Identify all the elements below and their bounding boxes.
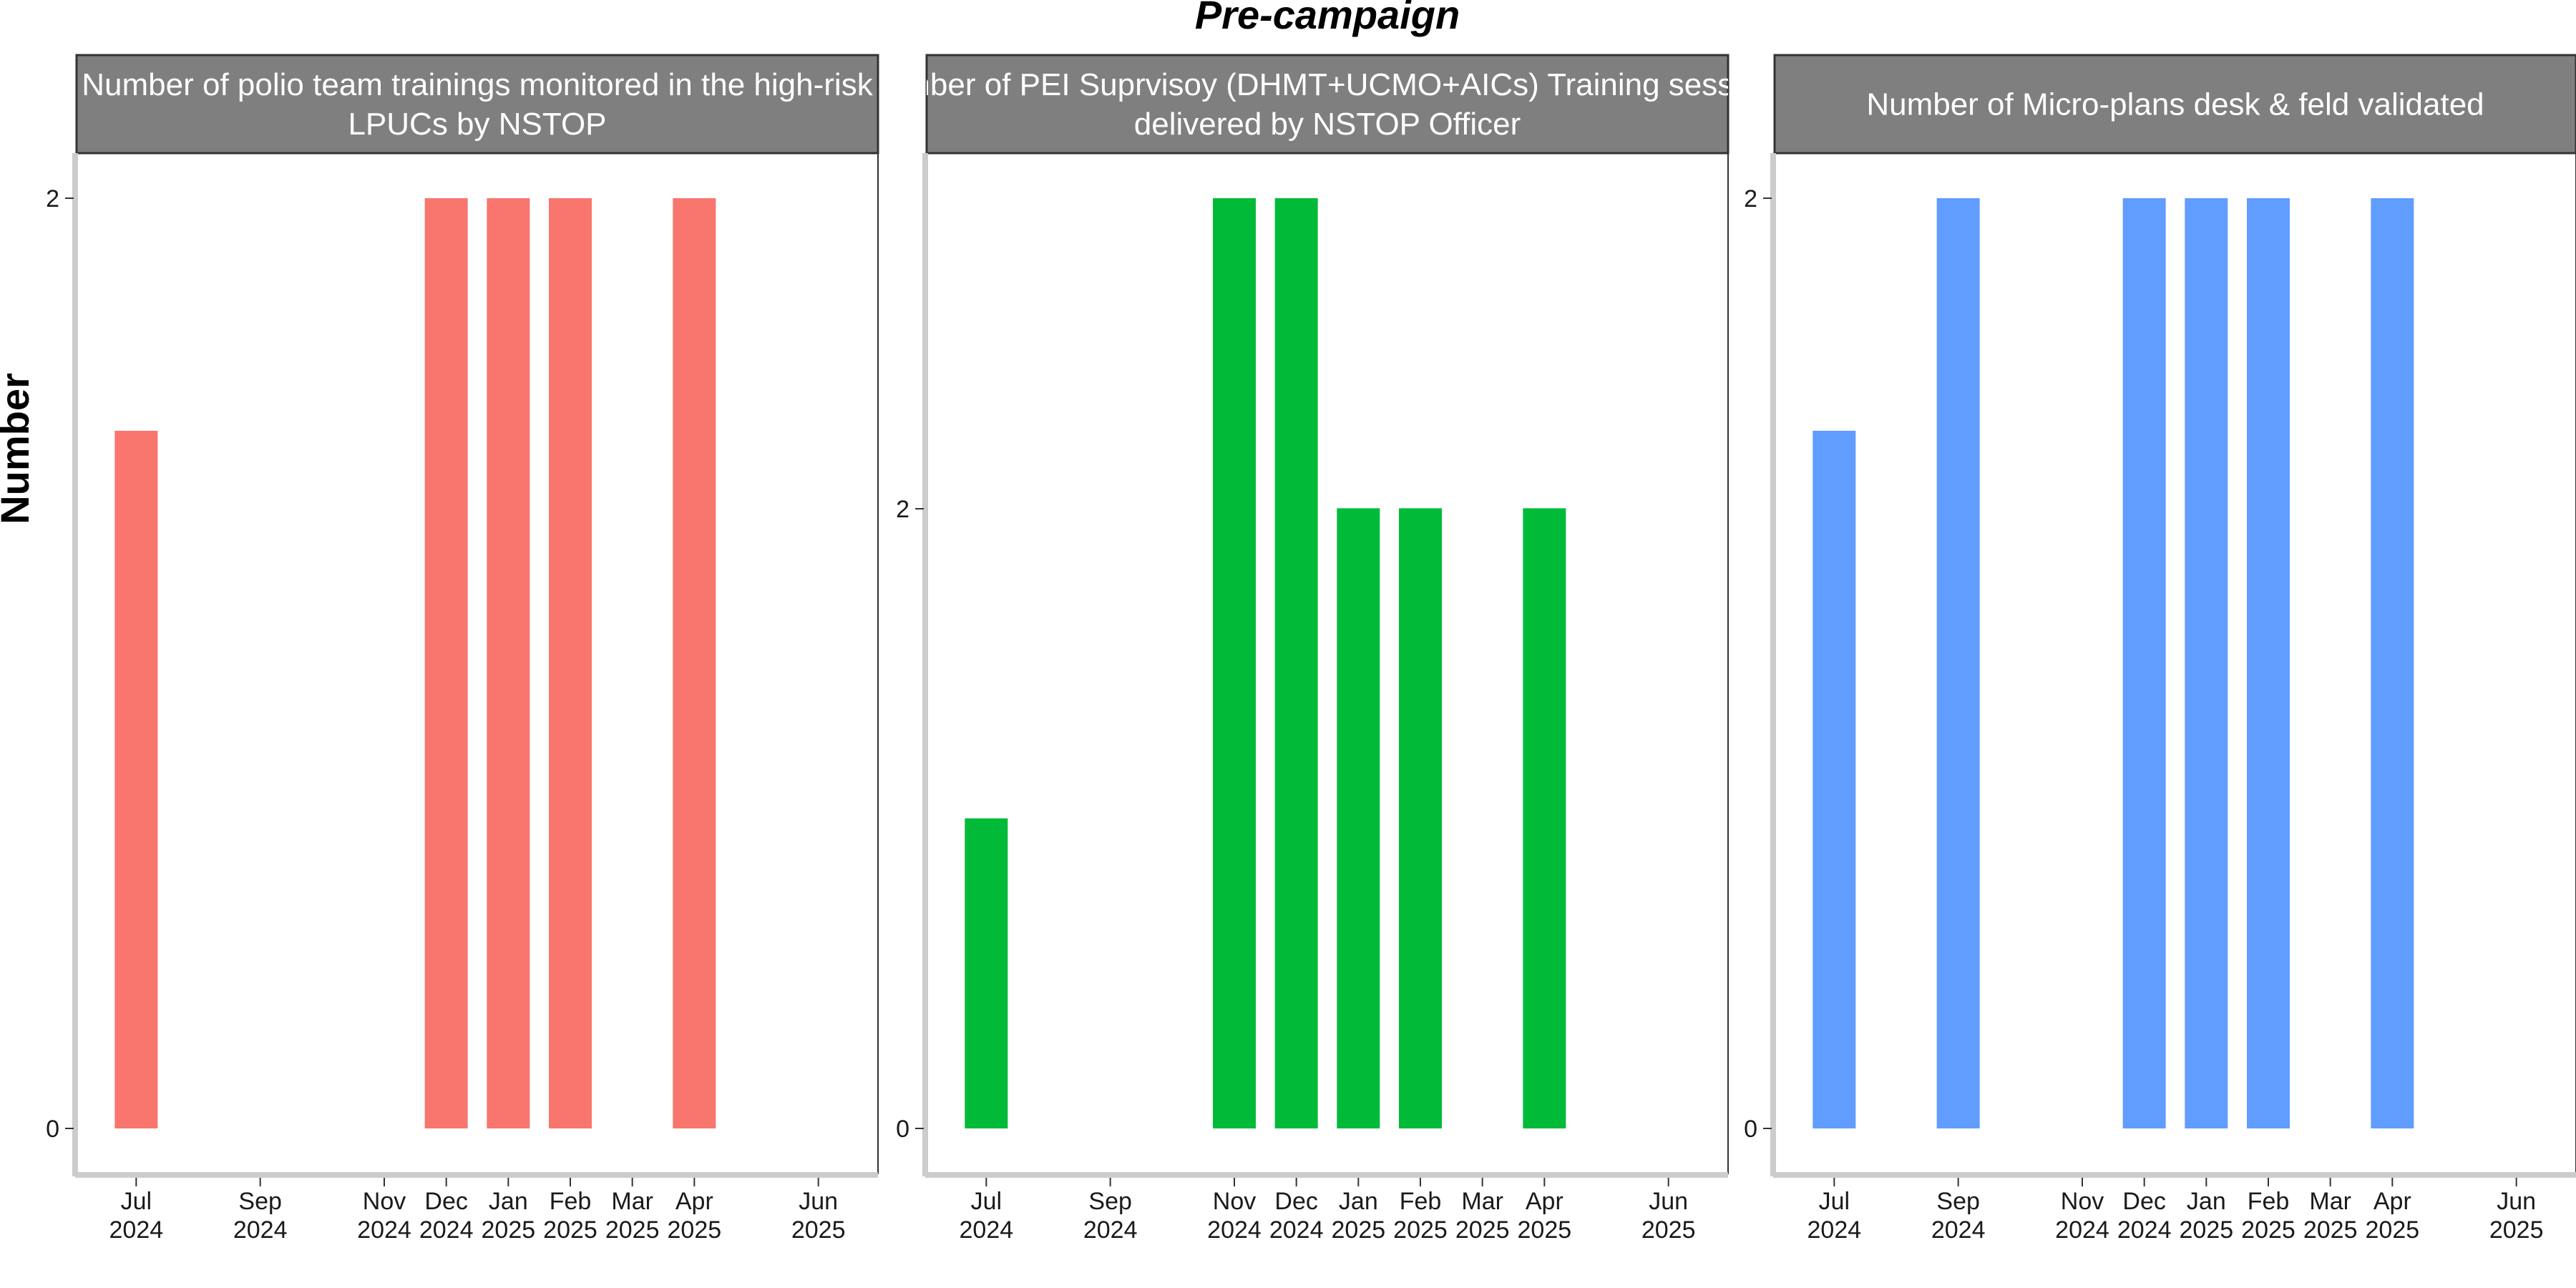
x-tick-label-year: 2024 [1931, 1216, 1986, 1244]
facet-strip [925, 54, 1729, 155]
x-tick-label-month: Jun [2497, 1188, 2536, 1215]
x-tick-label-month: Feb [2248, 1188, 2290, 1215]
x-tick-label-month: Jul [971, 1188, 1002, 1215]
y-tick-label: 0 [896, 1116, 909, 1143]
facet-title-line: Number of PEI Suprvisoy (DHMT+UCMO+AICs)… [864, 67, 1791, 102]
facet-panel-1: Number of polio team trainings monitored… [46, 54, 879, 1244]
x-tick-label-month: Dec [1274, 1188, 1317, 1215]
x-tick-label-month: Sep [238, 1188, 282, 1215]
bar-2024-12 [424, 198, 468, 1128]
x-tick-label-year: 2025 [1455, 1216, 1510, 1244]
x-tick-label-year: 2025 [1393, 1216, 1448, 1244]
x-tick-label-month: Sep [1936, 1188, 1980, 1215]
bar-2024-07 [965, 818, 1008, 1128]
x-tick-label-month: Jun [799, 1188, 838, 1215]
bar-2025-02 [2247, 198, 2290, 1128]
facet-strip [1773, 54, 2576, 155]
x-tick-label-month: Jul [121, 1188, 152, 1215]
x-tick-label-year: 2025 [2303, 1216, 2358, 1244]
facet-panel-3: Number of Micro-plans desk & feld valida… [1744, 54, 2576, 1244]
x-tick-label-year: 2024 [1207, 1216, 1262, 1244]
x-tick-label-year: 2024 [233, 1216, 288, 1244]
bar-2025-02 [549, 198, 592, 1128]
x-tick-label-month: Jan [489, 1188, 528, 1215]
facet-strip [75, 54, 879, 155]
x-tick-label-year: 2024 [2117, 1216, 2172, 1244]
x-tick-label-year: 2025 [1332, 1216, 1386, 1244]
x-tick-label-month: Feb [1400, 1188, 1442, 1215]
bar-2024-12 [1274, 198, 1318, 1128]
facet-title-line: LPUCs by NSTOP [348, 107, 606, 142]
figure-title: Pre-campaign [1195, 0, 1460, 37]
x-tick-label-month: Nov [2061, 1188, 2104, 1215]
facet-title-line: delivered by NSTOP Officer [1134, 107, 1521, 142]
x-tick-label-month: Dec [2122, 1188, 2165, 1215]
x-tick-label-year: 2024 [419, 1216, 474, 1244]
bar-2024-09 [1936, 198, 1980, 1128]
x-tick-label-year: 2025 [605, 1216, 660, 1244]
facet-panels: Number of polio team trainings monitored… [46, 54, 2576, 1244]
x-tick-label-year: 2025 [482, 1216, 536, 1244]
bar-2025-01 [1337, 508, 1380, 1128]
bar-2025-04 [2371, 198, 2414, 1128]
x-tick-label-month: Dec [424, 1188, 467, 1215]
x-tick-label-month: Sep [1088, 1188, 1132, 1215]
x-tick-label-month: Jan [1339, 1188, 1378, 1215]
x-tick-label-month: Jan [2187, 1188, 2226, 1215]
bar-2025-04 [673, 198, 716, 1128]
y-tick-label: 2 [896, 496, 909, 523]
x-tick-label-year: 2025 [2366, 1216, 2420, 1244]
y-tick-label: 0 [46, 1116, 59, 1143]
x-tick-label-year: 2025 [2489, 1216, 2544, 1244]
x-tick-label-month: Jul [1819, 1188, 1850, 1215]
x-tick-label-month: Mar [2309, 1188, 2351, 1215]
x-tick-label-month: Apr [1526, 1188, 1563, 1215]
y-tick-label: 2 [46, 185, 59, 213]
x-tick-label-year: 2025 [1518, 1216, 1572, 1244]
panel-border [1774, 152, 2576, 1174]
panel-border [76, 152, 879, 1174]
x-tick-label-month: Jun [1649, 1188, 1688, 1215]
x-tick-label-month: Apr [2373, 1188, 2411, 1215]
facet-title-line: Number of polio team trainings monitored… [82, 67, 873, 102]
x-tick-label-year: 2025 [2241, 1216, 2296, 1244]
x-tick-label-month: Nov [1213, 1188, 1256, 1215]
x-tick-label-year: 2024 [1269, 1216, 1324, 1244]
bar-2025-02 [1399, 508, 1442, 1128]
facet-panel-2: Number of PEI Suprvisoy (DHMT+UCMO+AICs)… [864, 54, 1791, 1244]
x-tick-label-year: 2024 [1807, 1216, 1862, 1244]
x-tick-label-year: 2024 [960, 1216, 1014, 1244]
x-tick-label-year: 2025 [2180, 1216, 2234, 1244]
facet-title-line: Number of Micro-plans desk & feld valida… [1866, 87, 2484, 122]
x-tick-label-month: Feb [550, 1188, 592, 1215]
bar-2025-01 [487, 198, 530, 1128]
bar-2024-07 [1813, 431, 1856, 1128]
panel-border [926, 152, 1729, 1174]
x-tick-label-month: Apr [675, 1188, 713, 1215]
bar-2024-12 [2122, 198, 2166, 1128]
y-tick-label: 0 [1744, 1116, 1757, 1143]
x-tick-label-year: 2024 [2055, 1216, 2109, 1244]
x-tick-label-year: 2024 [109, 1216, 164, 1244]
bar-2024-11 [1213, 198, 1256, 1128]
x-tick-label-month: Mar [1461, 1188, 1503, 1215]
bar-2025-04 [1523, 508, 1566, 1128]
x-tick-label-year: 2025 [1641, 1216, 1696, 1244]
x-tick-label-year: 2024 [357, 1216, 411, 1244]
bar-2024-07 [114, 431, 158, 1128]
x-tick-label-year: 2025 [543, 1216, 597, 1244]
bar-2025-01 [2185, 198, 2228, 1128]
x-tick-label-year: 2025 [668, 1216, 722, 1244]
x-tick-label-month: Nov [363, 1188, 406, 1215]
x-tick-label-year: 2024 [1083, 1216, 1138, 1244]
y-axis-label: Number [0, 373, 37, 525]
y-tick-label: 2 [1744, 185, 1757, 213]
x-tick-label-month: Mar [611, 1188, 653, 1215]
x-tick-label-year: 2025 [791, 1216, 846, 1244]
